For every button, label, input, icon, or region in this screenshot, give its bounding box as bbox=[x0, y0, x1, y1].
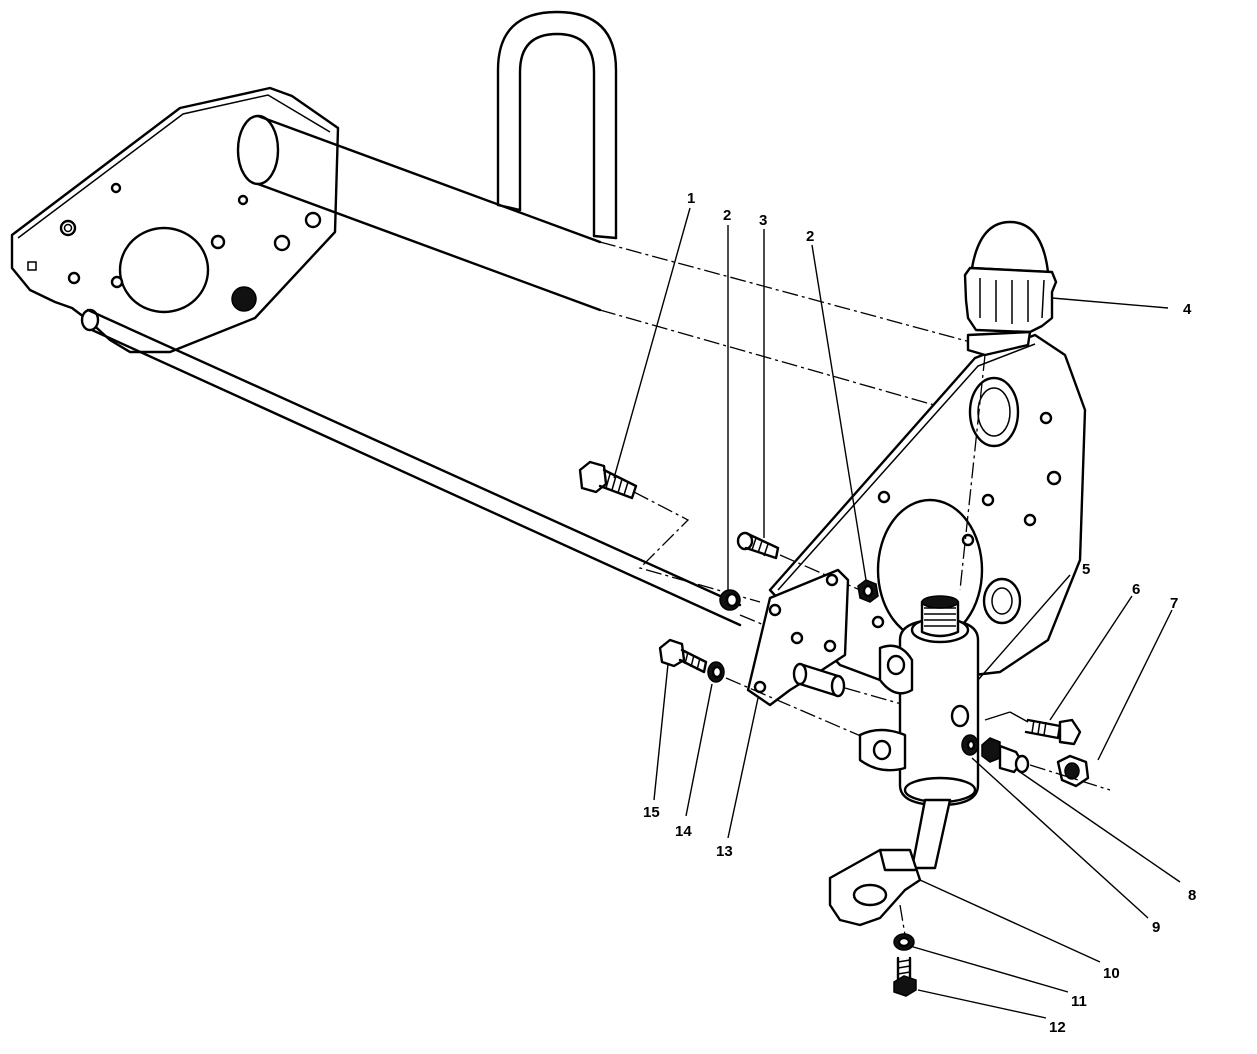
callout-14: 14 bbox=[675, 823, 692, 840]
threaded-boss bbox=[231, 286, 257, 312]
nut-7 bbox=[1029, 754, 1111, 791]
bolt-6 bbox=[984, 711, 1082, 746]
callout-12: 12 bbox=[1049, 1019, 1066, 1036]
callout-2b: 2 bbox=[806, 228, 814, 245]
adjustment-knob bbox=[959, 220, 1058, 591]
callout-13: 13 bbox=[716, 843, 733, 860]
u-handle bbox=[496, 10, 618, 240]
washer-14 bbox=[707, 661, 871, 741]
bracket-13 bbox=[746, 568, 850, 707]
bolt-12 bbox=[893, 956, 917, 997]
callout-2a: 2 bbox=[723, 207, 731, 224]
bolt-15 bbox=[658, 638, 708, 674]
plate-bore-hole bbox=[118, 226, 210, 314]
callout-5: 5 bbox=[1082, 561, 1090, 578]
nut-2-left bbox=[719, 589, 741, 611]
callout-4: 4 bbox=[1183, 301, 1192, 318]
callout-leaders bbox=[613, 207, 1181, 1019]
washer-11 bbox=[893, 933, 915, 951]
lower-rod bbox=[80, 308, 861, 666]
washer-9 bbox=[961, 734, 979, 756]
callout-10: 10 bbox=[1103, 965, 1120, 982]
nut-2-right bbox=[857, 579, 879, 603]
callout-8: 8 bbox=[1188, 887, 1196, 904]
callout-1: 1 bbox=[687, 190, 695, 207]
shaft-and-clevis-10 bbox=[828, 798, 952, 936]
callout-labels: 1 2 3 2 4 5 6 7 8 9 10 11 12 13 14 15 bbox=[643, 190, 1196, 1036]
callout-7: 7 bbox=[1170, 595, 1178, 612]
screw-3 bbox=[736, 531, 861, 591]
callout-9: 9 bbox=[1152, 919, 1160, 936]
callout-11: 11 bbox=[1071, 993, 1087, 1010]
callout-15: 15 bbox=[643, 804, 660, 821]
callout-3: 3 bbox=[759, 212, 767, 229]
callout-6: 6 bbox=[1132, 581, 1140, 598]
fitting-8 bbox=[981, 737, 1030, 774]
pivot-housing-5 bbox=[858, 595, 980, 807]
cross-tube bbox=[236, 114, 1001, 419]
bolt-1 bbox=[578, 460, 761, 603]
spacer-tube bbox=[792, 662, 906, 706]
